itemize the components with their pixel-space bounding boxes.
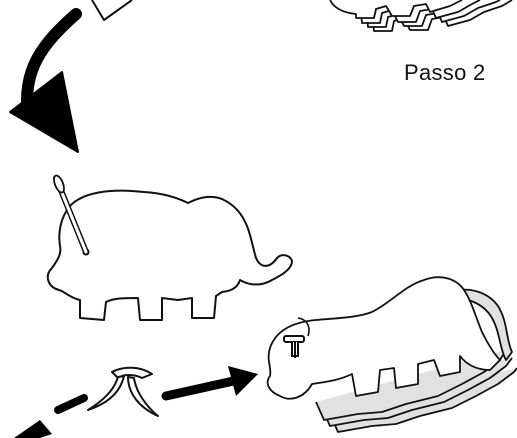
stacked-elephant-pinned bbox=[268, 277, 517, 432]
arrow-right-icon bbox=[166, 366, 258, 396]
paper-sheet-corner bbox=[92, 0, 132, 20]
curved-arrow-icon bbox=[10, 14, 78, 152]
clip-icon bbox=[88, 368, 158, 416]
step-label: Passo 2 bbox=[404, 60, 486, 86]
elephant-cutout bbox=[48, 191, 292, 320]
dashed-arrow-fragment bbox=[14, 398, 84, 438]
stacked-elephant-top bbox=[330, 0, 512, 31]
